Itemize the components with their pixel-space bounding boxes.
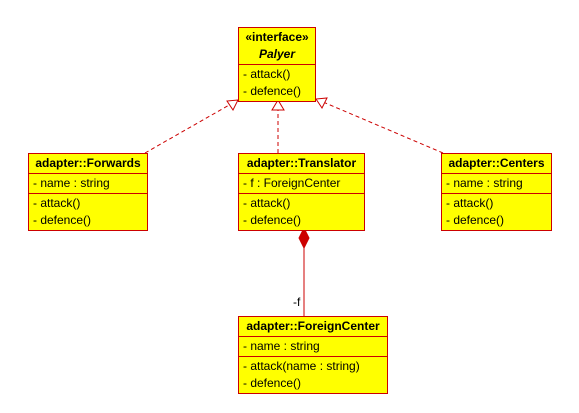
class-attributes: - name : string	[442, 174, 551, 194]
realization-arrowhead-translator	[271, 99, 285, 111]
method: - attack()	[243, 67, 291, 81]
class-name: adapter::Translator	[239, 154, 364, 174]
class-centers[interactable]: adapter::Centers - name : string - attac…	[441, 153, 552, 231]
interface-methods: - attack() - defence()	[239, 65, 315, 101]
class-methods: - attack() - defence()	[29, 194, 147, 230]
realization-forwards-to-palyer	[144, 99, 239, 154]
interface-palyer[interactable]: «interface» Palyer - attack() - defence(…	[238, 27, 316, 102]
method: - defence()	[243, 84, 302, 98]
class-methods: - attack() - defence()	[442, 194, 551, 230]
method: - attack()	[446, 196, 494, 210]
class-foreign-center[interactable]: adapter::ForeignCenter - name : string -…	[238, 316, 388, 394]
realization-arrowhead-centers	[315, 97, 328, 109]
attribute: - name : string	[446, 176, 523, 190]
class-name: adapter::Forwards	[29, 154, 147, 174]
interface-header: «interface» Palyer	[239, 28, 315, 65]
composition-diamond	[298, 226, 310, 250]
realization-centers-to-palyer	[315, 98, 444, 154]
attribute: - name : string	[33, 176, 110, 190]
method: - defence()	[446, 213, 505, 227]
class-forwards[interactable]: adapter::Forwards - name : string - atta…	[28, 153, 148, 231]
class-attributes: - name : string	[239, 337, 387, 357]
method: - defence()	[33, 213, 92, 227]
realization-arrowhead-forwards	[226, 99, 239, 111]
interface-name: Palyer	[258, 47, 296, 61]
composition-role-label: -f	[293, 295, 301, 309]
class-name: adapter::Centers	[442, 154, 551, 174]
class-methods: - attack(name : string) - defence()	[239, 357, 387, 393]
class-translator[interactable]: adapter::Translator - f : ForeignCenter …	[238, 153, 365, 231]
method: - attack()	[243, 196, 291, 210]
method: - defence()	[243, 213, 302, 227]
method: - attack()	[33, 196, 81, 210]
class-name: adapter::ForeignCenter	[239, 317, 387, 337]
interface-stereotype: «interface»	[245, 30, 309, 44]
class-attributes: - f : ForeignCenter	[239, 174, 364, 194]
class-methods: - attack() - defence()	[239, 194, 364, 230]
method: - attack(name : string)	[243, 359, 360, 373]
method: - defence()	[243, 376, 302, 390]
attribute: - name : string	[243, 339, 320, 353]
class-attributes: - name : string	[29, 174, 147, 194]
attribute: - f : ForeignCenter	[243, 176, 341, 190]
